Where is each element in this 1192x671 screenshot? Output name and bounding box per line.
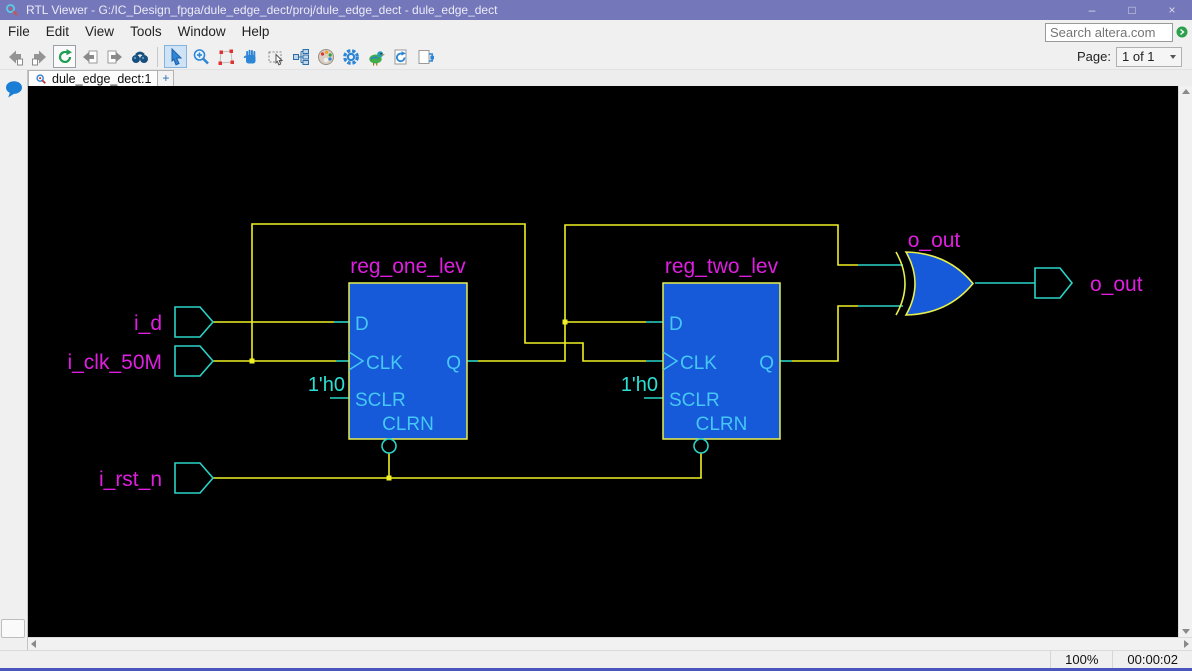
pin-clrn-label: CLRN <box>382 414 434 435</box>
comment-bubble-icon[interactable] <box>4 79 24 99</box>
instance-label: reg_two_lev <box>665 255 779 278</box>
clk-routing[interactable] <box>251 223 646 362</box>
clock-triangle-icon <box>348 351 365 371</box>
window-border <box>0 668 1192 671</box>
clrn-bubble <box>693 438 709 454</box>
pin-d-label: D <box>669 314 683 335</box>
scroll-right-icon[interactable] <box>1184 640 1189 648</box>
chevron-down-icon <box>1170 54 1176 59</box>
clock-triangle-icon <box>662 351 679 371</box>
refresh-page-icon[interactable] <box>389 45 412 68</box>
scroll-down-icon[interactable] <box>1181 629 1190 634</box>
pin-q-label: Q <box>446 353 461 374</box>
gate-label: o_out <box>908 229 961 252</box>
bird-icon[interactable] <box>364 45 387 68</box>
selection-tool-icon[interactable] <box>164 45 187 68</box>
menu-view[interactable]: View <box>85 24 115 39</box>
pin-clk-label: CLK <box>680 353 717 374</box>
toolbar-separator <box>157 46 158 67</box>
window-title: RTL Viewer - G:/IC_Design_fpga/dule_edge… <box>26 3 498 17</box>
input-port-i_clk_50M[interactable] <box>174 345 215 377</box>
menu-file[interactable]: File <box>8 24 30 39</box>
side-strip <box>0 70 28 650</box>
wire-junction <box>249 358 255 364</box>
pin-sclr-label: SCLR <box>355 390 406 411</box>
menu-edit[interactable]: Edit <box>45 24 70 39</box>
color-settings-icon[interactable] <box>314 45 337 68</box>
input-port-label: i_clk_50M <box>67 351 162 374</box>
input-port-i_d[interactable] <box>174 306 215 338</box>
tab-schematic-icon <box>36 73 46 84</box>
register-reg_one_lev[interactable] <box>348 282 468 440</box>
panel-corner-button[interactable] <box>1 619 25 638</box>
search-go-icon[interactable] <box>1176 26 1188 38</box>
q1-routing[interactable] <box>478 224 858 362</box>
page-select[interactable]: 1 of 1 <box>1116 46 1182 67</box>
input-port-label: i_rst_n <box>99 468 162 491</box>
fit-selection-icon[interactable] <box>214 45 237 68</box>
title-bar: RTL Viewer - G:/IC_Design_fpga/dule_edge… <box>0 0 1192 20</box>
constant-label: 1'h0 <box>308 374 345 396</box>
netlist-icon[interactable] <box>414 45 437 68</box>
refresh-icon[interactable] <box>53 45 76 68</box>
add-tab-button[interactable]: + <box>158 70 175 86</box>
q2-routing[interactable] <box>792 305 858 362</box>
scroll-left-icon[interactable] <box>31 640 36 648</box>
status-bar: 100% 00:00:02 <box>0 650 1192 668</box>
input-port-i_rst_n[interactable] <box>174 462 215 494</box>
clrn-bubble <box>381 438 397 454</box>
horizontal-scrollbar[interactable] <box>28 637 1192 650</box>
previous-view-icon[interactable] <box>3 45 26 68</box>
menu-tools[interactable]: Tools <box>130 24 162 39</box>
page-select-value: 1 of 1 <box>1122 49 1155 64</box>
toolbar: Page: 1 of 1 <box>0 44 1192 70</box>
input-port-label: i_d <box>134 312 162 335</box>
find-icon[interactable] <box>128 45 151 68</box>
scroll-up-icon[interactable] <box>1181 89 1190 94</box>
close-icon[interactable]: × <box>1168 3 1176 17</box>
menu-window[interactable]: Window <box>177 24 226 39</box>
tab-label: dule_edge_dect:1 <box>52 71 152 86</box>
app-icon <box>6 4 18 16</box>
minimize-icon[interactable]: – <box>1088 3 1096 17</box>
pan-tool-icon[interactable] <box>239 45 262 68</box>
menu-bar: File Edit View Tools Window Help <box>0 20 1192 44</box>
wire-junction <box>562 319 568 325</box>
register-reg_two_lev[interactable] <box>662 282 781 440</box>
wire-junction <box>386 475 392 481</box>
vertical-scrollbar[interactable] <box>1178 86 1192 637</box>
pin-clrn-label: CLRN <box>696 414 748 435</box>
zoom-level: 100% <box>1050 651 1112 668</box>
pin-q-label: Q <box>759 353 774 374</box>
tab-dule-edge-dect[interactable]: dule_edge_dect:1 <box>28 70 159 86</box>
back-icon[interactable] <box>78 45 101 68</box>
xor-gate[interactable] <box>904 251 975 316</box>
hierarchy-icon[interactable] <box>289 45 312 68</box>
pin-d-label: D <box>355 314 369 335</box>
rubberband-tool-icon[interactable] <box>264 45 287 68</box>
pin-sclr-label: SCLR <box>669 390 720 411</box>
menu-help[interactable]: Help <box>241 24 270 39</box>
constant-label: 1'h0 <box>621 374 658 396</box>
page-label: Page: <box>1077 49 1111 64</box>
output-port-o_out[interactable] <box>1034 267 1074 299</box>
zoom-tool-icon[interactable] <box>189 45 212 68</box>
properties-icon[interactable] <box>339 45 362 68</box>
forward-icon[interactable] <box>103 45 126 68</box>
xor-gate-arc <box>895 251 906 316</box>
pin-clk-label: CLK <box>366 353 403 374</box>
maximize-icon[interactable]: □ <box>1128 3 1136 17</box>
elapsed-time: 00:00:02 <box>1112 651 1192 668</box>
next-view-icon[interactable] <box>28 45 51 68</box>
output-port-label: o_out <box>1090 273 1143 296</box>
search-input[interactable] <box>1045 22 1173 42</box>
tab-bar: dule_edge_dect:1 + <box>28 70 1192 86</box>
instance-label: reg_one_lev <box>350 255 466 278</box>
rst-wire[interactable] <box>213 453 702 479</box>
